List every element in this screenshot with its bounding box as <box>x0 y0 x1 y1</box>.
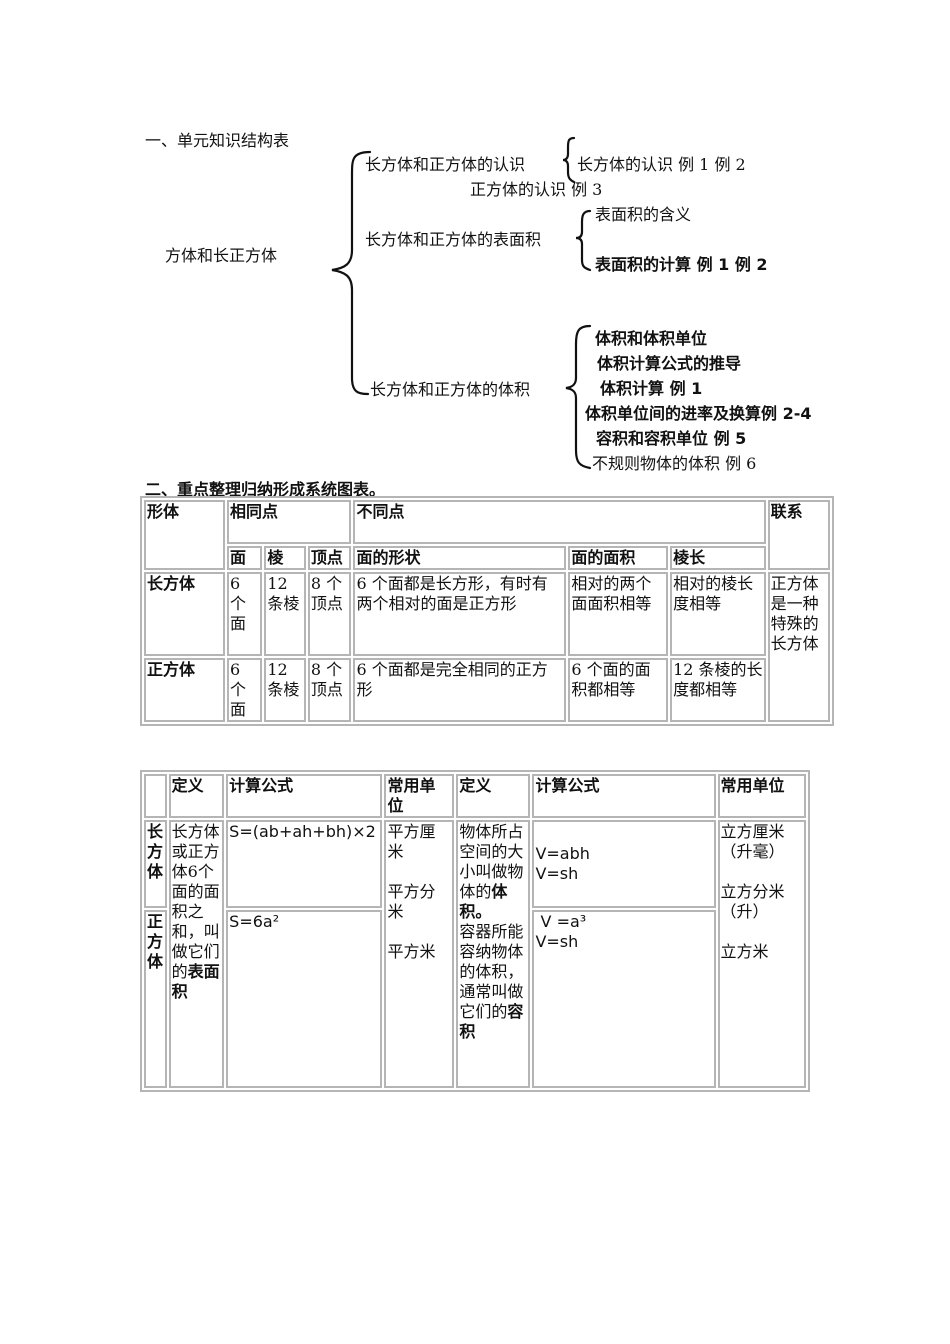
capacity-term: 容积 <box>459 1002 524 1041</box>
header-vertex: 顶点 <box>307 546 352 570</box>
cell-vertex: 8 个顶点 <box>307 658 352 722</box>
header-area-formula: 计算公式 <box>226 774 383 818</box>
row-name: 长方体 <box>144 572 225 656</box>
brace-recognition <box>562 136 576 184</box>
header-area-definition: 定义 <box>168 774 225 818</box>
cell-face-area: 相对的两个面面积相等 <box>568 572 669 656</box>
branch-volume: 长方体和正方体的体积 <box>370 380 531 399</box>
area-unit: 平方米 <box>387 942 436 961</box>
volume-definition: 物体所占空间的大小叫做物体的体积。容器所能容纳物体的体积，通常叫做它们的容积 <box>456 820 531 1088</box>
brace-surface-area <box>575 209 592 272</box>
item-surface-area-meaning: 表面积的含义 <box>595 205 692 224</box>
header-edge: 棱 <box>264 546 306 570</box>
branch-recognition: 长方体和正方体的认识 <box>365 155 526 174</box>
formula-table: 定义 计算公式 常用单位 定义 计算公式 常用单位 长方体 长方体或正方体6个面… <box>140 770 810 1092</box>
formula-line: V =a³ <box>535 912 587 931</box>
volume-definition-text: 物体所占空间的大小叫做物体的 <box>459 822 524 901</box>
volume-units: 立方厘米（升毫） 立方分米（升） 立方米 <box>717 820 806 1088</box>
item-cuboid-recognition: 长方体的认识 例 1 例 2 <box>577 155 746 174</box>
area-definition-text: 长方体或正方体6个面的面积之和，叫做它们的 <box>171 822 220 981</box>
cell-face-shape: 6 个面都是长方形，有时有两个相对的面是正方形 <box>353 572 567 656</box>
cell-edge-length: 相对的棱长度相等 <box>670 572 766 656</box>
formula-cube-volume: V =a³ V=sh <box>532 910 716 1088</box>
header-edge-length: 棱长 <box>670 546 766 570</box>
cell-face: 6 个面 <box>227 572 263 656</box>
header-shape: 形体 <box>144 500 225 570</box>
header-diff: 不同点 <box>353 500 766 544</box>
header-volume-definition: 定义 <box>456 774 531 818</box>
structure-root: 方体和长正方体 <box>165 246 278 265</box>
structure-braces <box>331 136 592 470</box>
header-volume-formula: 计算公式 <box>532 774 716 818</box>
section1-heading: 一、单元知识结构表 <box>145 131 290 150</box>
cell-face: 6 个面 <box>227 658 263 722</box>
item-volume-calc: 体积计算 例 1 <box>600 379 703 398</box>
row-name: 正方体 <box>144 658 225 722</box>
cell-relation: 正方体是一种特殊的长方体 <box>767 572 830 722</box>
area-unit: 平方分米 <box>387 882 436 921</box>
cell-vertex: 8 个顶点 <box>307 572 352 656</box>
volume-term: 体积。 <box>459 882 508 921</box>
formula-cube-area: S=6a² <box>226 910 383 1088</box>
header-same: 相同点 <box>227 500 352 544</box>
header-relation: 联系 <box>767 500 830 570</box>
header-face-area: 面的面积 <box>568 546 669 570</box>
volume-unit: 立方厘米（升毫） <box>720 822 785 861</box>
capacity-definition-text: 容器所能容纳物体的体积，通常叫做它们的 <box>459 922 524 1021</box>
table-row: 长方体 长方体或正方体6个面的面积之和，叫做它们的表面积 S=(ab+ah+bh… <box>144 820 806 1088</box>
main-brace <box>331 150 372 396</box>
branch-surface-area: 长方体和正方体的表面积 <box>365 230 542 249</box>
item-cube-recognition: 正方体的认识 例 3 <box>470 180 603 199</box>
cell-face-shape: 6 个面都是完全相同的正方形 <box>353 658 567 722</box>
item-volume-units: 体积和体积单位 <box>595 329 708 348</box>
table-row: 正方体 6 个面 12 条棱 8 个顶点 6 个面都是完全相同的正方形 6 个面… <box>144 658 830 722</box>
formula-cuboid-area: S=(ab+ah+bh)×2 <box>226 820 383 908</box>
item-surface-area-calc: 表面积的计算 例 1 例 2 <box>595 255 768 274</box>
table-row: 正方体 S=6a² V =a³ V=sh <box>144 910 806 1088</box>
comparison-table: 形体 相同点 不同点 联系 面 棱 顶点 面的形状 面的面积 棱长 长方体 6 … <box>140 496 834 726</box>
brace-volume <box>565 324 592 470</box>
row-name: 正方体 <box>144 910 167 1088</box>
corner-cell <box>144 774 167 818</box>
formula-cuboid-volume: V=abh V=sh <box>532 820 716 908</box>
header-volume-unit: 常用单位 <box>717 774 806 818</box>
area-units: 平方厘米 平方分米 平方米 <box>384 820 455 1088</box>
area-definition: 长方体或正方体6个面的面积之和，叫做它们的表面积 <box>168 820 225 1088</box>
cell-edge: 12 条棱 <box>264 658 306 722</box>
formula-line: V=sh <box>535 864 579 883</box>
table-row: 长方体 6 个面 12 条棱 8 个顶点 6 个面都是长方形，有时有两个相对的面… <box>144 572 830 722</box>
row-name: 长方体 <box>144 820 167 908</box>
area-definition-term: 表面积 <box>171 962 220 1001</box>
volume-unit: 立方米 <box>720 942 769 961</box>
cell-face-area: 6 个面的面积都相等 <box>568 658 669 722</box>
section2-heading: 二、重点整理归纳形成系统图表。 <box>145 480 386 499</box>
area-unit: 平方厘米 <box>387 822 436 861</box>
header-area-unit: 常用单位 <box>384 774 455 818</box>
formula-line: V=abh <box>535 844 590 863</box>
item-capacity: 容积和容积单位 例 5 <box>596 429 747 448</box>
item-irregular-volume: 不规则物体的体积 例 6 <box>592 454 757 473</box>
header-face: 面 <box>227 546 263 570</box>
header-face-shape: 面的形状 <box>353 546 567 570</box>
item-volume-formula-derivation: 体积计算公式的推导 <box>597 354 742 373</box>
cell-edge: 12 条棱 <box>264 572 306 656</box>
formula-line: V=sh <box>535 932 579 951</box>
volume-unit: 立方分米（升） <box>720 882 785 921</box>
cell-edge-length: 12 条棱的长度都相等 <box>670 658 766 722</box>
item-unit-conversion: 体积单位间的进率及换算例 2-4 <box>585 404 812 423</box>
